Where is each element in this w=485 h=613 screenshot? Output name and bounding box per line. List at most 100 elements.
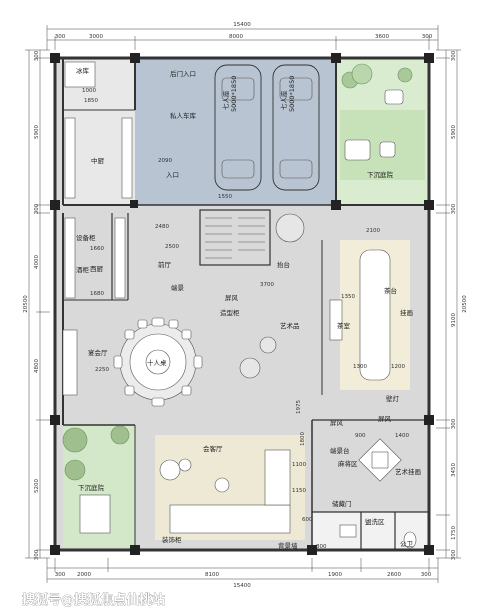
dim-right-4: 9100 <box>451 313 457 327</box>
label-art-piece: 艺术品 <box>280 321 300 330</box>
dim-1680: 1680 <box>90 291 104 297</box>
dim-top-total: 15400 <box>233 22 251 28</box>
dim-1350: 1350 <box>341 294 355 300</box>
label-stage: 抬台 <box>277 260 290 269</box>
label-entrance: 入口 <box>166 171 179 179</box>
label-tea-room: 茶室 <box>337 321 351 330</box>
dim-top-1: 300 <box>55 34 66 40</box>
dim-left-4: 4000 <box>34 255 40 269</box>
label-landscape-cabinet: 端景台 <box>330 446 350 455</box>
label-decor-cabinet: 装饰柜 <box>162 535 182 544</box>
label-cold-store: 冰库 <box>76 66 90 75</box>
label-car-2: 七人座 <box>279 90 288 110</box>
label-western-kitchen: 西厨 <box>90 265 104 273</box>
banquet-chairs <box>113 317 203 407</box>
dim-left-5: 4800 <box>34 359 40 373</box>
dim-2480: 2480 <box>155 224 169 230</box>
label-screen-top: 屏风 <box>225 294 239 302</box>
dim-800: 800 <box>316 544 327 550</box>
dim-top-4: 3600 <box>375 34 389 40</box>
dim-1550: 1550 <box>218 194 232 200</box>
label-car-1-size: 5000*1850 <box>230 76 238 112</box>
label-living-room: 会客厅 <box>203 444 223 453</box>
dim-2100: 2100 <box>366 228 380 234</box>
dim-bot-2: 2000 <box>77 572 91 578</box>
dim-right-3: 300 <box>451 203 457 214</box>
dim-1850: 1850 <box>84 98 98 104</box>
dimension-lines <box>25 25 461 583</box>
dimension-labels: 15400 300 3000 8000 3600 300 300 2000 81… <box>23 22 468 589</box>
dim-left-6: 5200 <box>34 479 40 493</box>
label-bar-counter: 茶台 <box>384 286 397 295</box>
inner-dimensions: 1850 1000 2090 2480 2500 1660 1680 2250 … <box>82 88 409 550</box>
dim-right-2: 5900 <box>451 125 457 139</box>
label-wall-lamp: 壁灯 <box>386 394 400 403</box>
label-landscape-wall: 背景墙 <box>278 541 298 550</box>
label-garage-entrance: 后门入口 <box>170 69 196 78</box>
garage-floor <box>135 58 336 205</box>
label-display-cabinet: 造型柜 <box>220 308 240 317</box>
label-front-hall: 前厅 <box>158 260 172 269</box>
car-2 <box>272 64 320 191</box>
dim-right-total: 20500 <box>462 295 468 313</box>
dim-3700: 3700 <box>260 282 274 288</box>
label-ten-person-table: 十人桌 <box>147 358 167 367</box>
dim-bot-3: 8100 <box>205 572 219 578</box>
walls <box>53 56 431 552</box>
label-car-1: 七人座 <box>221 90 230 110</box>
dim-2500: 2500 <box>165 244 179 250</box>
dim-1150: 1150 <box>292 488 306 494</box>
tea-counter <box>359 249 391 381</box>
label-private-garage: 私人车库 <box>170 111 197 120</box>
label-mahjong-area: 麻将区 <box>338 459 358 468</box>
dim-left-2: 5900 <box>34 125 40 139</box>
dim-bot-total: 15400 <box>233 583 251 589</box>
label-sunken-courtyard-left: 下沉庭院 <box>78 483 105 492</box>
dim-2250: 2250 <box>95 367 109 373</box>
dim-1660: 1660 <box>90 246 104 252</box>
dim-top-3: 8000 <box>229 34 243 40</box>
label-screen-right: 屏风 <box>378 415 392 423</box>
dim-bot-6: 300 <box>421 572 432 578</box>
label-landscape: 端景 <box>171 283 185 292</box>
dim-1000: 1000 <box>82 88 96 94</box>
dim-1300: 1300 <box>353 364 367 370</box>
label-sunken-courtyard-right: 下沉庭院 <box>367 170 394 179</box>
label-screen-mid: 屏风 <box>330 419 344 427</box>
dim-top-5: 300 <box>422 34 433 40</box>
watermark: 搜狐号@搜狐焦点仙桃站 <box>22 592 165 608</box>
dim-left-7: 300 <box>34 549 40 560</box>
dim-left-1: 300 <box>34 50 40 61</box>
dim-2090: 2090 <box>158 158 172 164</box>
dim-right-6: 3450 <box>451 463 457 477</box>
dim-right-7: 1750 <box>451 526 457 540</box>
car-1 <box>214 64 262 191</box>
dim-bot-4: 1900 <box>328 572 342 578</box>
label-art-wall: 艺术挂画 <box>395 467 421 476</box>
dim-1975: 1975 <box>296 400 302 414</box>
dim-1800: 1800 <box>300 432 306 446</box>
dim-1200: 1200 <box>391 364 405 370</box>
dim-bot-1: 300 <box>55 572 66 578</box>
dim-right-1: 300 <box>451 50 457 61</box>
dim-900: 900 <box>355 433 366 439</box>
dim-right-8: 300 <box>451 549 457 560</box>
label-washroom-area: 盥洗区 <box>365 517 385 526</box>
dim-bot-5: 2600 <box>387 572 401 578</box>
label-toilet: 公卫 <box>400 540 414 548</box>
room-labels: 冰库 中厨 私人车库 后门入口 入口 下沉庭院 七人座 5000*1850 七人… <box>76 66 421 550</box>
dim-top-2: 3000 <box>89 34 103 40</box>
label-wall-screen: 挂画 <box>400 308 413 317</box>
dim-left-3: 300 <box>34 203 40 214</box>
dim-600: 600 <box>302 517 313 523</box>
label-wine-cabinet: 酒柜 <box>76 265 90 274</box>
stairs <box>205 217 265 259</box>
label-storage-door: 储藏门 <box>332 499 352 508</box>
label-chinese-kitchen: 中厨 <box>91 156 105 165</box>
dim-right-5: 300 <box>451 418 457 429</box>
dim-left-total: 20500 <box>23 295 29 313</box>
label-car-2-size: 5000*1850 <box>288 76 296 112</box>
dim-1100: 1100 <box>292 462 306 468</box>
label-banquet-hall: 宴会厅 <box>88 348 108 357</box>
